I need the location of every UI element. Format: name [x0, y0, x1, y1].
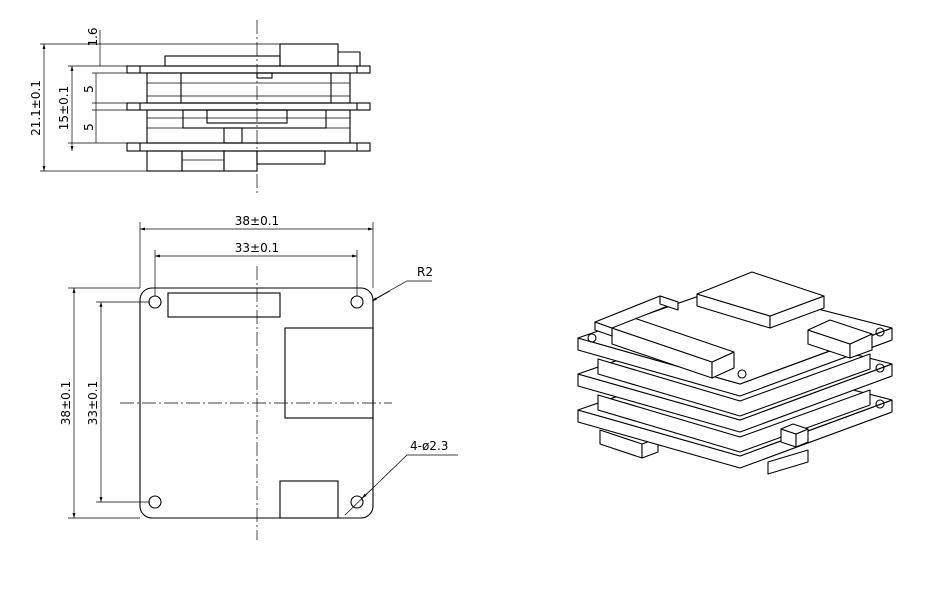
iso-small-cube-top [780, 423, 809, 435]
side-bottom-comp3 [223, 150, 258, 172]
side-board-bottom [126, 142, 371, 152]
side-upper-section [146, 72, 351, 104]
iso-hole-t1 [587, 333, 597, 343]
dim-gap-upper-label: 5 [82, 85, 96, 93]
side-view: 1.6 21.1±0.1 15±0.1 5 5 [29, 20, 371, 195]
side-bottom-comp1 [146, 150, 183, 172]
iso-upper-spacer [597, 353, 871, 417]
dim-top-board-label: 1.6 [86, 27, 100, 46]
iso-hole-m2 [875, 363, 885, 373]
mount-hole-bl [148, 495, 162, 509]
dim-hole-height-label: 33±0.1 [86, 381, 100, 425]
side-upper-nub [256, 72, 273, 79]
leader-r2-arrow [371, 290, 391, 302]
side-lower-comp2 [206, 109, 288, 124]
top-connector [167, 292, 281, 318]
side-lower-comp3 [223, 127, 243, 144]
side-top-edge [338, 51, 361, 66]
dim-holes-label: 4-ø2.3 [410, 439, 448, 453]
dim-hole-width-label: 33±0.1 [235, 241, 279, 255]
side-bottom-comp4 [256, 150, 326, 165]
top-view: 38±0.1 33±0.1 38±0.1 33±0.1 R2 4-ø2.3 [59, 214, 458, 540]
dim-stack-height-label: 15±0.1 [57, 86, 71, 130]
iso-lower-spacer [597, 389, 871, 453]
side-lower-section [146, 109, 351, 144]
dim-outer-width-label: 38±0.1 [235, 214, 279, 228]
iso-top-chip [696, 271, 825, 317]
side-bottom-comp2 [181, 150, 225, 172]
iso-hole-t3 [737, 369, 747, 379]
dim-outer-height-label: 38±0.1 [59, 381, 73, 425]
leader-r2 [372, 280, 432, 301]
mount-hole-tl [148, 295, 162, 309]
side-top-component [279, 43, 339, 67]
side-upper-comp [180, 72, 332, 104]
iso-hole-t4 [875, 327, 885, 337]
isometric-view [577, 271, 893, 475]
dim-gap-lower-label: 5 [82, 123, 96, 131]
iso-bottom-comp-right [767, 449, 809, 475]
top-bottom-chip [279, 480, 339, 519]
top-module [284, 327, 374, 419]
leader-holes-arrow [361, 488, 373, 499]
mount-hole-br [350, 495, 364, 509]
side-board-top [126, 65, 371, 74]
iso-top-connector-rear-side [659, 295, 679, 311]
side-board-middle [126, 102, 371, 111]
iso-hole-b2 [875, 399, 885, 409]
side-lower-comp1 [182, 109, 327, 129]
dim-total-height-label: 21.1±0.1 [29, 80, 43, 136]
dim-corner-radius-label: R2 [417, 265, 433, 279]
side-top-chip [164, 55, 281, 67]
iso-top-block [807, 319, 873, 345]
mount-hole-tr [350, 295, 364, 309]
